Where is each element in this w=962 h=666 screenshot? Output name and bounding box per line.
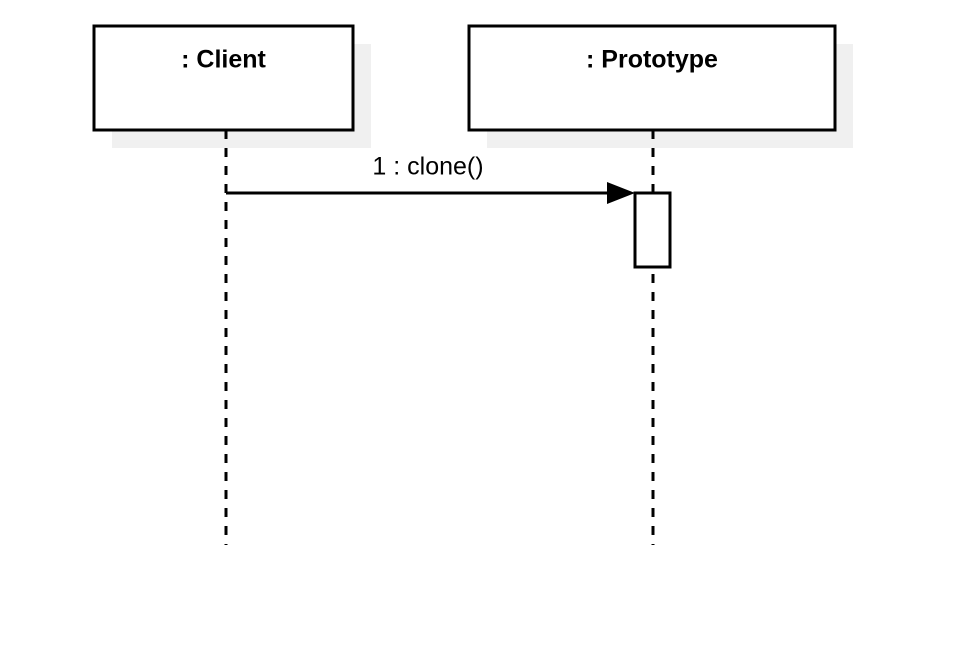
message-clone[interactable]: 1 : clone() [226,153,635,204]
participant-prototype[interactable]: : Prototype [467,24,853,545]
prototype-activation-bar[interactable] [633,191,672,269]
participant-client[interactable]: : Client [92,24,371,545]
client-head-box[interactable] [92,24,355,132]
prototype-head-box[interactable] [467,24,837,132]
message-clone-label: 1 : clone() [372,153,483,181]
prototype-head-label: : Prototype [586,46,718,74]
message-clone-arrowhead-icon [607,182,635,204]
client-head-label: : Client [181,46,266,74]
